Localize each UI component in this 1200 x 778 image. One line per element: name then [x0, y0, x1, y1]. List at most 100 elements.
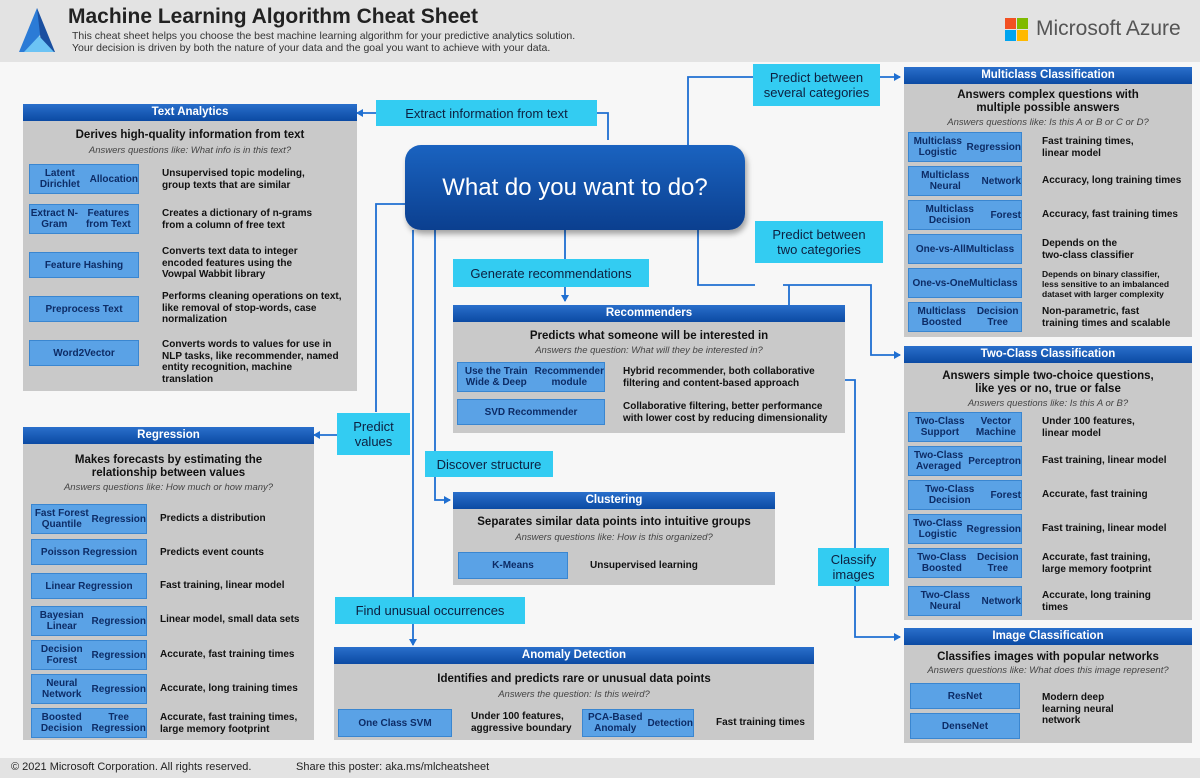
central-question: What do you want to do?	[405, 145, 745, 230]
footer-share-link[interactable]: Share this poster: aka.ms/mlcheatsheet	[296, 761, 490, 773]
callout-predict-several-line1: Predict between	[769, 70, 864, 85]
callout-predict-several-line2: several categories	[763, 85, 870, 100]
algo-one-class-svm: One Class SVM	[338, 709, 452, 737]
panel-subtitle: Answers the question: What will they be …	[535, 345, 763, 356]
panel-heading: Classifies images with popular networks	[937, 651, 1159, 663]
panel-recommenders: Recommenders Predicts what someone will …	[453, 305, 845, 433]
desc-decision-forest: Accurate, fast training times	[160, 649, 295, 660]
algo-word2vector: Word2Vector	[29, 340, 139, 366]
desc-multiclass-logistic: Fast training times,linear model	[1042, 136, 1134, 159]
desc-lda: Unsupervised topic modeling,group texts …	[162, 168, 305, 191]
panel-heading: Predicts what someone will be interested…	[529, 330, 769, 342]
desc-linear-regression: Fast training, linear model	[160, 580, 285, 591]
desc-multiclass-neural: Accuracy, long training times	[1042, 175, 1182, 186]
panel-clustering: Clustering Separates similar data points…	[453, 492, 775, 585]
panel-anomaly-detection: Anomaly Detection Identifies and predict…	[334, 647, 814, 740]
algo-poisson-regression: Poisson Regression	[31, 539, 147, 565]
algo-k-means: K-Means	[458, 552, 568, 579]
panel-subtitle: Answers the question: Is this weird?	[498, 689, 650, 700]
panel-subtitle: Answers questions like: How much or how …	[63, 482, 274, 493]
callout-predict-two-line2: two categories	[777, 242, 861, 257]
panel-heading-line1: Answers simple two-choice questions,	[942, 370, 1154, 382]
header-bar	[0, 0, 1200, 62]
callout-predict-values: Predict values	[337, 413, 410, 455]
panel-title: Anomaly Detection	[334, 647, 814, 664]
panel-title: Clustering	[453, 492, 775, 509]
callout-extract-information: Extract information from text	[376, 100, 597, 126]
desc-boosted-decision-tree: Accurate, fast training times,large memo…	[160, 712, 298, 735]
desc-fast-forest-quantile: Predicts a distribution	[160, 513, 266, 524]
panel-heading-line1: Answers complex questions with	[957, 89, 1139, 101]
panel-subtitle: Answers questions like: What info is in …	[88, 145, 292, 156]
panel-heading-line2: like yes or no, true or false	[975, 383, 1121, 395]
panel-title: Two-Class Classification	[904, 346, 1192, 363]
page-description-line1: This cheat sheet helps you choose the be…	[72, 30, 576, 42]
panel-subtitle: Answers questions like: What does this i…	[927, 665, 1169, 676]
desc-two-class-decision-forest: Accurate, fast training	[1042, 489, 1148, 500]
panel-title: Multiclass Classification	[904, 67, 1192, 84]
callout-find-unusual-occurrences: Find unusual occurrences	[335, 597, 525, 624]
footer-copyright: © 2021 Microsoft Corporation. All rights…	[11, 761, 252, 773]
desc-pca-anomaly: Fast training times	[716, 717, 805, 728]
callout-discover-structure: Discover structure	[425, 451, 553, 477]
azure-ml-logo	[19, 8, 55, 52]
algo-linear-regression: Linear Regression	[31, 573, 147, 599]
panel-title: Text Analytics	[23, 104, 357, 121]
callout-classify-images: Classify images	[818, 548, 889, 586]
panel-heading-line2: multiple possible answers	[976, 102, 1120, 114]
desc-one-class-svm: Under 100 features,aggressive boundary	[471, 711, 572, 734]
panel-heading-line1: Makes forecasts by estimating the	[74, 454, 263, 466]
desc-poisson: Predicts event counts	[160, 547, 264, 558]
desc-two-class-boosted: Accurate, fast training,large memory foo…	[1042, 552, 1152, 575]
callout-predict-two-categories: Predict between two categories	[755, 221, 883, 263]
callout-predict-several-categories: Predict between several categories	[753, 64, 880, 106]
desc-svd: Collaborative filtering, better performa…	[623, 401, 828, 424]
algo-resnet: ResNet	[910, 683, 1020, 709]
callout-predict-two-line1: Predict between	[772, 227, 866, 242]
desc-one-vs-one: Depends on binary classifier,less sensit…	[1042, 269, 1170, 299]
desc-bayesian: Linear model, small data sets	[160, 614, 300, 625]
page-title: Machine Learning Algorithm Cheat Sheet	[68, 5, 478, 28]
callout-generate-recommendations: Generate recommendations	[453, 259, 649, 287]
panel-subtitle: Answers questions like: Is this A or B?	[967, 398, 1129, 409]
panel-regression: Regression Makes forecasts by estimating…	[23, 427, 314, 740]
desc-preprocess-text: Performs cleaning operations on text,lik…	[162, 291, 342, 325]
panel-image-classification: Image Classification Classifies images w…	[904, 628, 1192, 743]
brand-name: Microsoft Azure	[1036, 17, 1181, 40]
desc-two-class-svm: Under 100 features,linear model	[1042, 416, 1135, 439]
algo-densenet: DenseNet	[910, 713, 1020, 739]
desc-two-class-logistic: Fast training, linear model	[1042, 523, 1167, 534]
panel-subtitle: Answers questions like: How is this orga…	[515, 532, 713, 543]
desc-averaged-perceptron: Fast training, linear model	[1042, 455, 1167, 466]
panel-heading: Identifies and predicts rare or unusual …	[437, 673, 711, 685]
panel-heading-line2: relationship between values	[91, 467, 246, 479]
desc-k-means: Unsupervised learning	[590, 560, 698, 571]
panel-title: Recommenders	[453, 305, 845, 322]
algo-preprocess-text: Preprocess Text	[29, 296, 139, 322]
panel-heading: Separates similar data points into intui…	[477, 516, 751, 528]
callout-classify-line2: images	[832, 567, 875, 582]
page-description-line2: Your decision is driven by both the natu…	[72, 42, 551, 54]
desc-multiclass-decision-forest: Accuracy, fast training times	[1042, 209, 1178, 220]
footer: © 2021 Microsoft Corporation. All rights…	[0, 758, 1200, 778]
